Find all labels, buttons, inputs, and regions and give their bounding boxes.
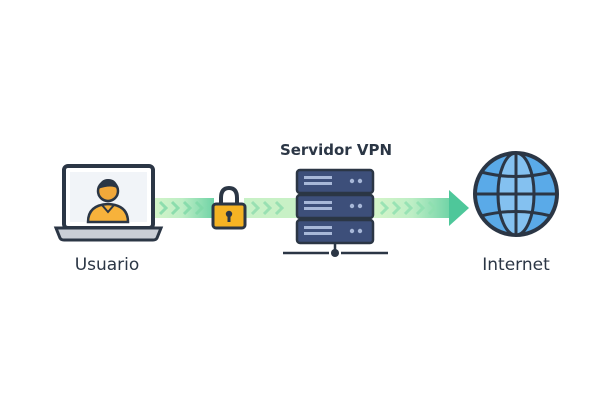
server-label: Servidor VPN <box>279 141 393 159</box>
padlock-icon <box>211 185 247 230</box>
tunnel-segment-server-to-internet <box>373 190 469 226</box>
server-unit-1 <box>295 168 375 195</box>
globe-icon <box>473 151 559 237</box>
tunnel-segment-user-to-lock <box>150 198 214 218</box>
server-unit-2 <box>295 193 375 220</box>
user-label: Usuario <box>74 255 140 275</box>
tunnel-segment-lock-to-server <box>244 198 300 218</box>
laptop-user-icon <box>53 164 164 242</box>
network-connector <box>283 243 388 257</box>
internet-label: Internet <box>482 255 550 275</box>
server-unit-3 <box>295 218 375 245</box>
server-rack-icon <box>283 168 388 257</box>
